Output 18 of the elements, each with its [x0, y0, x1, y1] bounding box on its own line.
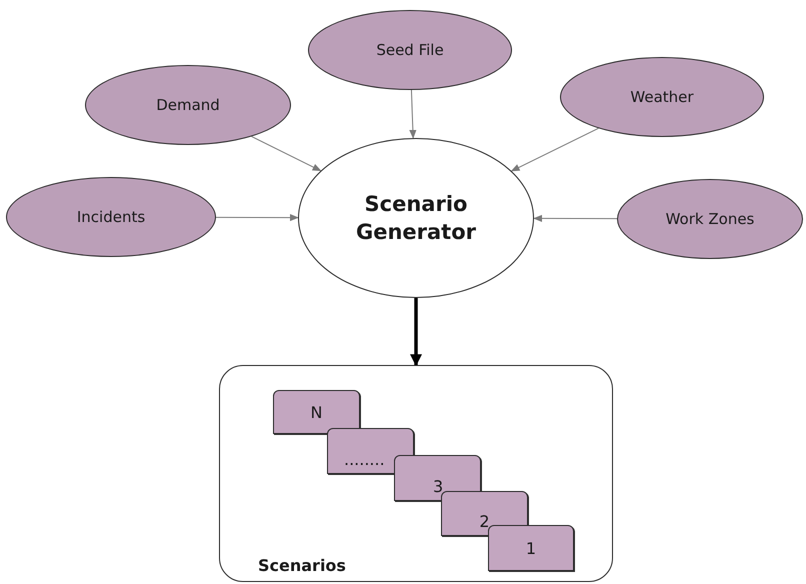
input-ellipse: Work Zones — [617, 179, 803, 259]
scenario-card: 3 — [394, 455, 481, 501]
arrow — [410, 298, 422, 366]
input-ellipse: Incidents — [6, 177, 216, 257]
panel-title: Scenarios — [258, 556, 346, 575]
arrow — [409, 90, 416, 139]
input-ellipse: Weather — [560, 57, 764, 137]
input-ellipse: Seed File — [308, 10, 512, 90]
scenario-card: N — [273, 390, 360, 434]
input-ellipse: Demand — [85, 65, 291, 145]
process-ellipse: Scenario Generator — [298, 138, 534, 298]
scenario-card: 1 — [488, 525, 574, 571]
arrow — [216, 214, 299, 222]
scenarios-panel — [219, 365, 613, 582]
arrow — [510, 128, 599, 172]
arrow — [251, 136, 322, 172]
scenario-card: ........ — [327, 428, 414, 474]
arrow — [533, 214, 618, 222]
